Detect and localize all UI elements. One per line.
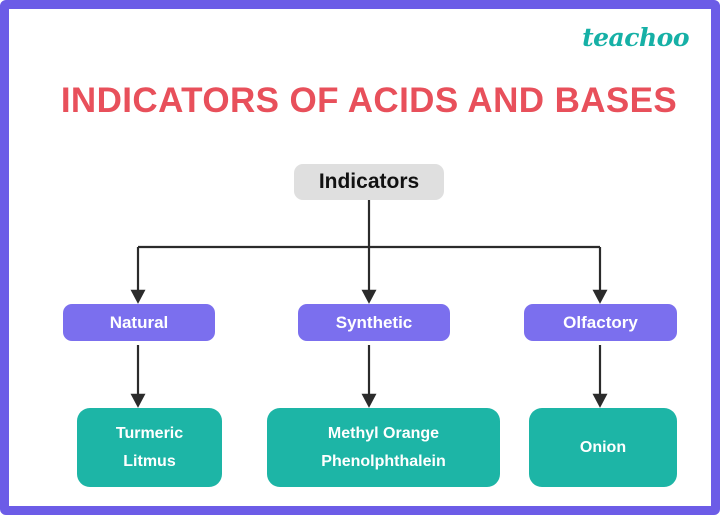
leaf-methyl-orange: Methyl Orange [327, 424, 440, 442]
node-olfactory: Olfactory [524, 304, 677, 341]
node-indicators-label: Indicators [318, 170, 420, 193]
leaf-litmus: Litmus [123, 452, 176, 470]
teachoo-logo: teachoo [582, 23, 689, 52]
node-synthetic: Synthetic [298, 304, 450, 341]
node-natural-examples: Turmeric Litmus [77, 408, 222, 487]
node-olfactory-examples: Onion [529, 408, 677, 487]
node-natural-label: Natural [109, 312, 169, 332]
node-olfactory-label: Olfactory [563, 312, 638, 332]
node-indicators: Indicators [294, 164, 444, 200]
node-synthetic-label: Synthetic [335, 312, 413, 332]
leaf-turmeric: Turmeric [115, 424, 184, 442]
node-natural: Natural [63, 304, 215, 341]
page-title: INDICATORS OF ACIDS AND BASES [60, 81, 678, 120]
leaf-onion: Onion [579, 438, 627, 456]
node-synthetic-examples: Methyl Orange Phenolphthalein [267, 408, 500, 487]
leaf-phenolphthalein: Phenolphthalein [321, 452, 446, 470]
